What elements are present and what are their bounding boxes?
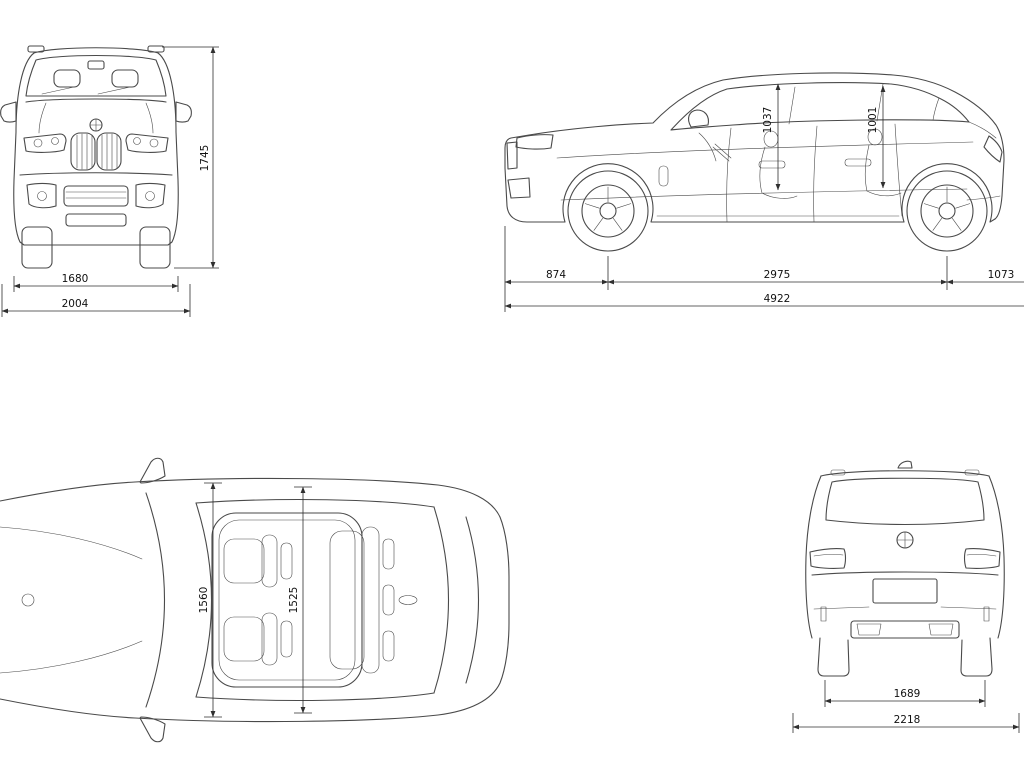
front-view-dimensions: 1745 1680 2004 — [1, 46, 219, 317]
license-plate-recess — [872, 578, 938, 604]
exhaust-tips — [856, 623, 954, 636]
top-view-drawing: 1560 1525 — [0, 457, 510, 743]
top-view-seats — [223, 526, 395, 674]
top-view-car-body — [0, 457, 510, 743]
mirror-top — [139, 457, 166, 484]
wheelbase-dimension-label: 2975 — [764, 269, 791, 281]
headlight-side — [515, 134, 554, 150]
rear-view-car-body — [805, 460, 1005, 677]
interior-front-dimension-label: 1037 — [762, 107, 774, 134]
front-width-dimension-label: 2004 — [62, 298, 89, 310]
rear-window-top — [433, 506, 480, 694]
windshield-base — [145, 492, 165, 708]
fog-intake-left — [26, 182, 57, 209]
reflector-left — [820, 606, 827, 622]
skid-plate — [65, 213, 127, 227]
roof-rail-left-end — [830, 469, 846, 476]
door-handle-rear — [844, 158, 872, 167]
bumper-intake-side — [507, 177, 531, 199]
taillight-left — [809, 548, 847, 569]
reflector-right — [983, 606, 990, 622]
front-view-drawing: 1745 1680 2004 — [0, 45, 219, 317]
front-wheel-left — [21, 226, 53, 269]
fog-intake-right — [135, 182, 166, 209]
rear-overhang-dimension-label: 1073 — [988, 269, 1015, 281]
rearview-mirror — [87, 60, 105, 70]
overall-length-dimension-label: 4922 — [764, 293, 791, 305]
rear-track-dimension-label: 1689 — [894, 688, 921, 700]
diffuser — [850, 620, 960, 639]
mirror-right — [175, 101, 192, 123]
rear-window — [825, 477, 985, 526]
side-view-dimensions: 1037 1001 874 2975 1073 4922 — [504, 83, 1024, 312]
headlight-left — [23, 133, 67, 153]
roof-rail-right — [147, 45, 165, 53]
rear-wheel-left — [817, 637, 850, 677]
interior-rear-dimension-label: 1001 — [867, 107, 879, 134]
door-handle-front — [758, 160, 786, 169]
front-wheel-right — [139, 226, 171, 269]
front-track-dimension-label: 1680 — [62, 273, 89, 285]
roof-rail-left — [27, 45, 45, 53]
side-glass — [670, 82, 970, 131]
roof-antenna — [398, 595, 418, 605]
headrest-right — [111, 69, 139, 88]
mirror-bottom — [139, 716, 166, 743]
front-height-dimension-label: 1745 — [199, 145, 211, 172]
kidney-grille-right — [96, 132, 122, 171]
headlight-right — [125, 133, 169, 153]
roof-rail-right-end — [964, 469, 980, 476]
kidney-grille-left — [70, 132, 96, 171]
windshield — [25, 54, 167, 97]
top-view-dimensions: 1560 1525 — [198, 482, 312, 718]
front-view-car-body — [0, 45, 192, 269]
grille-side — [506, 141, 518, 170]
side-mirror — [688, 109, 709, 128]
rear-width-dimension-label: 2218 — [894, 714, 921, 726]
rear-view-drawing: 1689 2218 — [792, 460, 1020, 733]
wipers — [41, 86, 131, 95]
taillight-side — [983, 135, 1003, 163]
rear-view-dimensions: 1689 2218 — [792, 680, 1020, 733]
rear-wheel — [906, 170, 988, 252]
front-wheel — [567, 170, 649, 252]
shark-fin-antenna — [897, 460, 913, 469]
hood-roundel — [21, 593, 35, 607]
interior-width-rear-dimension-label: 1525 — [288, 587, 300, 614]
front-overhang-dimension-label: 874 — [546, 269, 566, 281]
interior-width-front-dimension-label: 1560 — [198, 587, 210, 614]
mirror-left — [0, 101, 17, 123]
taillight-right — [963, 548, 1001, 569]
center-air-intake — [63, 185, 129, 207]
rear-wheel-right — [960, 637, 993, 677]
headrest-left — [53, 69, 81, 88]
side-view-drawing: 1037 1001 874 2975 1073 4922 — [504, 72, 1024, 312]
side-view-car-body — [504, 72, 1005, 252]
fender-vent — [658, 165, 669, 187]
